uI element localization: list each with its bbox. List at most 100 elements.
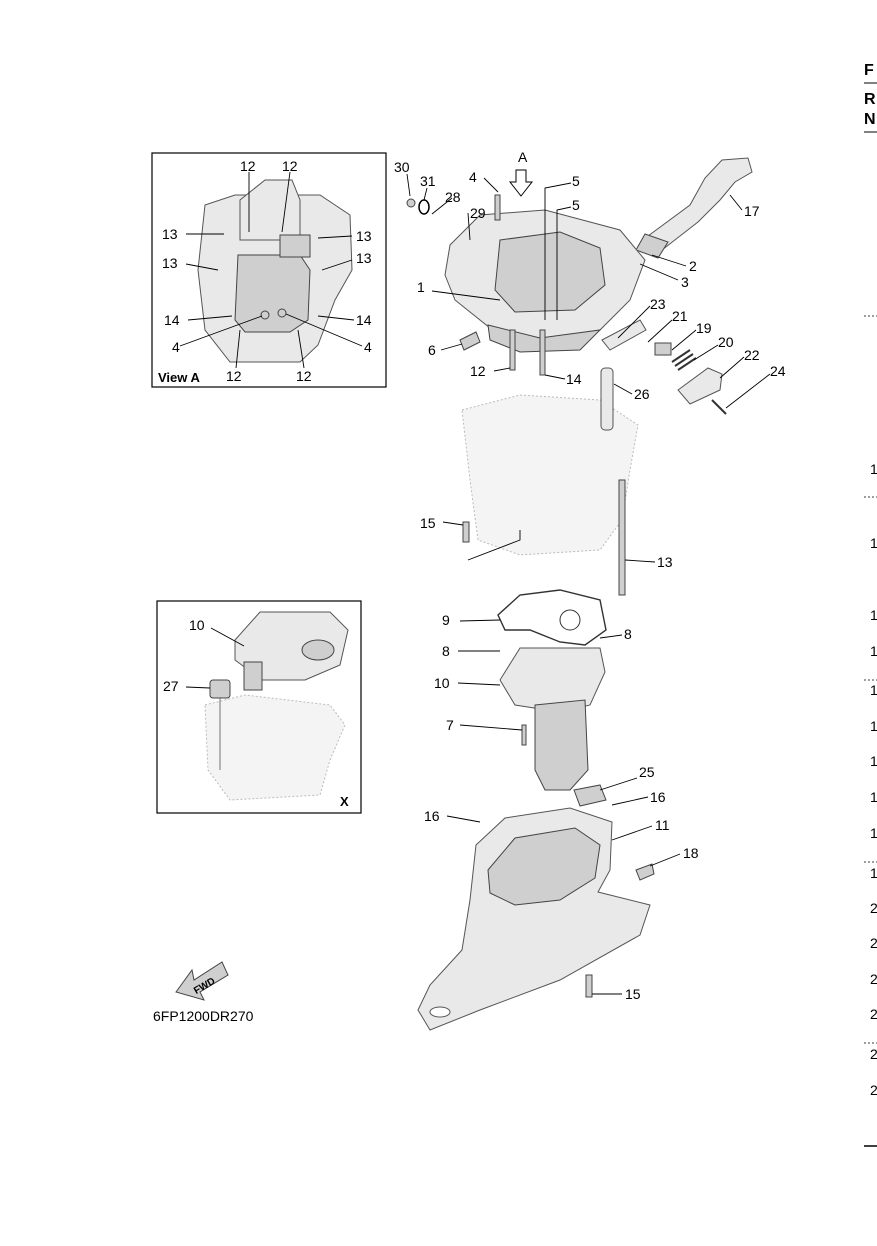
part-callout: 25: [639, 764, 655, 780]
edge-number: 1: [870, 718, 877, 734]
part-callout: 15: [420, 515, 436, 531]
edge-number: 2: [870, 935, 877, 951]
diagram-code: 6FP1200DR270: [153, 1008, 254, 1024]
view-a-bolt-hole-right: [277, 308, 287, 318]
leader-30: [406, 173, 411, 197]
leader-28: [431, 197, 453, 215]
part-callout: 8: [624, 626, 632, 642]
part-callout: 11: [655, 817, 670, 833]
part-callout: 17: [744, 203, 760, 219]
edge-number: 1: [870, 461, 877, 477]
direction-marker-label: A: [518, 149, 528, 165]
leader-19: [671, 329, 697, 351]
part-callout: 16: [650, 789, 666, 805]
lever-plate: [601, 319, 647, 351]
view-a-callout: 4: [364, 339, 372, 355]
leader-5a: [544, 182, 572, 320]
part-callout: 19: [696, 320, 712, 336]
bolt-4: [494, 194, 501, 221]
edge-number: 1: [870, 865, 877, 881]
view-a-leader-14a: [187, 315, 233, 321]
leader-21: [647, 319, 673, 343]
leader-18: [649, 853, 681, 867]
part-callout: 5: [572, 173, 580, 189]
view-a-leader-12c: [235, 329, 241, 369]
bolt-15-lower: [585, 974, 593, 998]
edge-letter: F: [864, 62, 874, 79]
view-x-callout: 10: [189, 617, 205, 633]
part-callout: 23: [650, 296, 666, 312]
long-bolt: [618, 479, 626, 596]
part-callout: 7: [446, 717, 454, 733]
edge-number: 1: [870, 682, 877, 698]
view-x-opening: [301, 639, 335, 661]
leader-6: [440, 343, 463, 351]
bolt-7: [521, 724, 527, 746]
part-callout: 1: [417, 279, 425, 295]
gasket: [497, 589, 607, 646]
leader-23: [617, 305, 651, 339]
view-x-inset: 10 27 X: [156, 600, 362, 814]
view-a-callout: 12: [240, 158, 256, 174]
part-callout: 8: [442, 643, 450, 659]
view-a-callout: 12: [226, 368, 242, 384]
part-callout: 3: [681, 274, 689, 290]
view-x-seal: [209, 679, 231, 699]
edge-number: 1: [870, 789, 877, 805]
part-callout: 16: [424, 808, 440, 824]
leader-9: [459, 619, 501, 622]
view-x-stub: [243, 661, 263, 691]
leader-11: [611, 825, 653, 841]
edge-letter: N: [864, 111, 876, 128]
view-a-callout: 4: [172, 339, 180, 355]
part-callout: 24: [770, 363, 786, 379]
o-ring-31: [418, 199, 430, 215]
part-callout: 22: [744, 347, 760, 363]
direction-arrow-icon: [508, 169, 534, 197]
edge-number: 1: [870, 643, 877, 659]
part-callout: 14: [566, 371, 582, 387]
view-x-title: X: [340, 794, 349, 809]
edge-number: 1: [870, 607, 877, 623]
plug-30: [406, 198, 416, 208]
leader-1: [431, 290, 501, 301]
edge-number: 2: [870, 971, 877, 987]
leader-14: [544, 374, 566, 380]
view-a-title: View A: [158, 370, 201, 385]
bolt-14: [539, 329, 546, 376]
clip-18: [635, 863, 655, 881]
upper-casing-interior: [494, 231, 606, 313]
view-x-leader-27: [185, 686, 211, 689]
view-a-leader-14b: [317, 315, 355, 321]
view-a-callout: 12: [296, 368, 312, 384]
part-callout: 26: [634, 386, 650, 402]
leader-16a: [611, 796, 649, 806]
steering-arm: [647, 157, 753, 251]
edge-number: 1: [870, 825, 877, 841]
view-a-window: [279, 234, 311, 258]
view-a-center-block: [234, 254, 311, 333]
view-x-leader-10: [210, 627, 245, 647]
part-callout: 5: [572, 197, 580, 213]
view-a-callout: 13: [162, 226, 178, 242]
part-callout: 12: [470, 363, 486, 379]
part-callout: 2: [689, 258, 697, 274]
view-a-leader-13b: [185, 263, 219, 271]
part-callout: 28: [445, 189, 461, 205]
right-edge-fragment: F R N 1 1 1 1 1 1 1 1 1 1 2 2 2 2 2 2: [864, 62, 877, 1147]
view-a-callout: 13: [356, 250, 372, 266]
leader-22: [719, 356, 745, 379]
main-exploded-view: A: [394, 149, 786, 1031]
leader-31: [423, 187, 428, 201]
view-a-leader-12b: [281, 171, 291, 233]
edge-letter: R: [864, 91, 876, 108]
part-callout: 21: [672, 308, 688, 324]
edge-number: 2: [870, 1082, 877, 1098]
lower-casing-basin: [487, 827, 601, 906]
leader-15-pan: [467, 530, 521, 561]
part-callout: 15: [625, 986, 641, 1002]
leader-24: [725, 373, 771, 409]
bolt-12: [509, 329, 516, 371]
view-a-bolt-hole-left: [260, 310, 270, 320]
